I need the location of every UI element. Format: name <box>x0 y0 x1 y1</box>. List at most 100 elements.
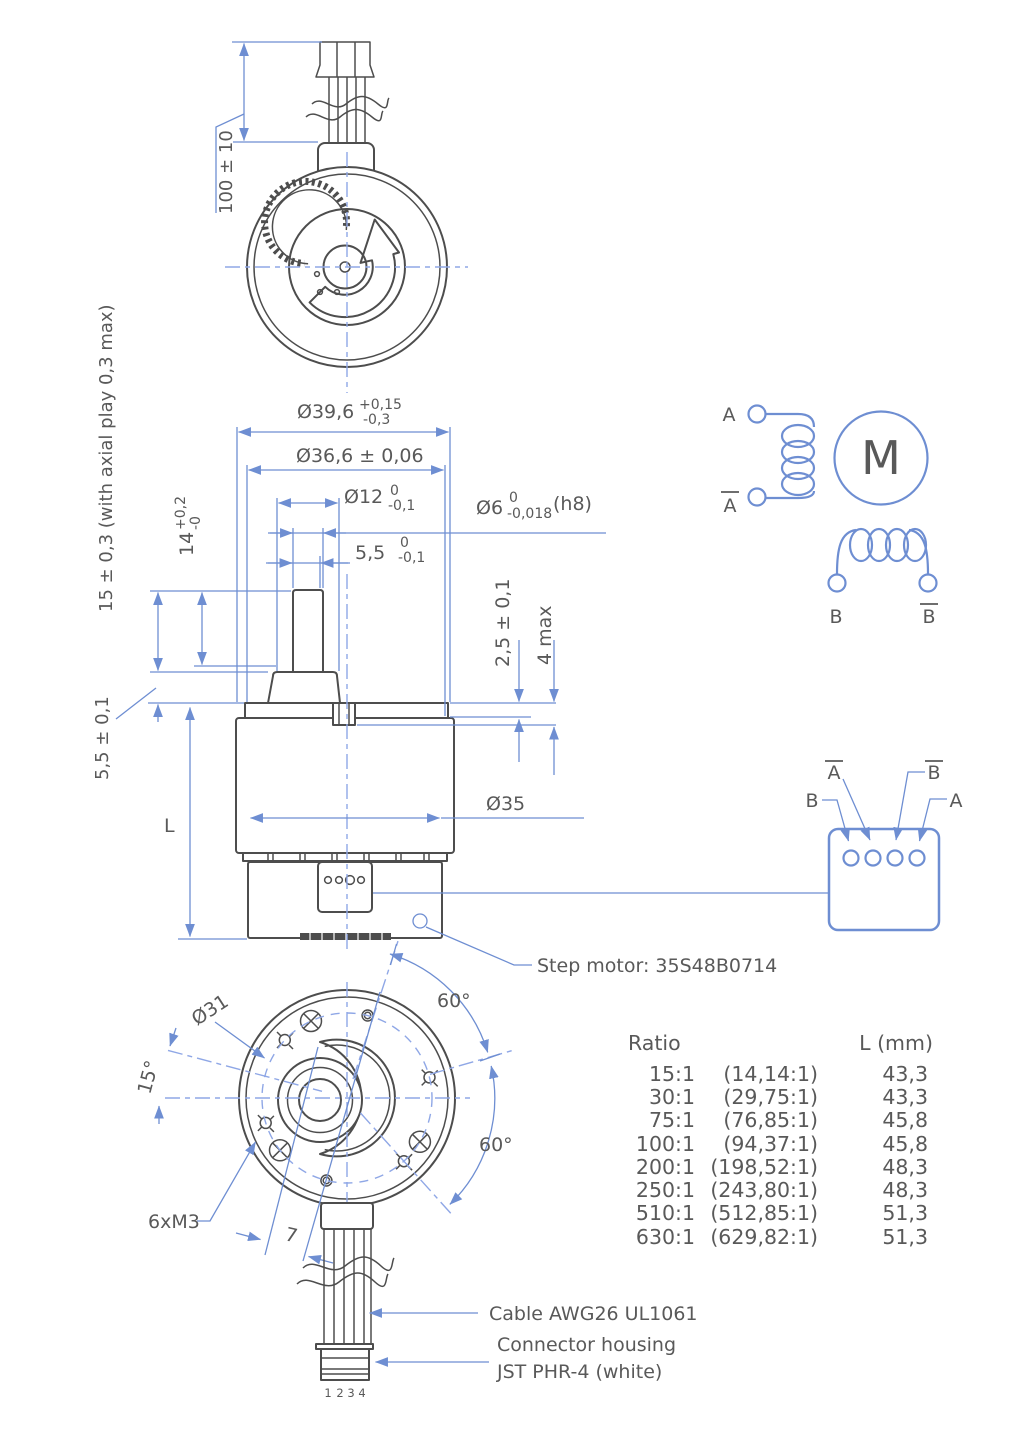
ratio-exact: (629,82:1) <box>710 1225 818 1249</box>
ratio-length: 43,3 <box>882 1085 928 1109</box>
arc-60-right <box>449 1065 499 1205</box>
pin-circle <box>908 849 926 867</box>
cable-assembly: 1 2 3 4 Cable AWG26 UL1061 Connector hou… <box>296 1202 698 1400</box>
ratio-length: 48,3 <box>882 1178 928 1202</box>
motor-band-hatch <box>309 933 383 940</box>
pin-circle <box>864 849 882 867</box>
ratio-nominal: 250:1 <box>636 1178 695 1202</box>
cable-label: Cable AWG26 UL1061 <box>489 1303 698 1325</box>
pin-number-3: 3 <box>347 1386 354 1400</box>
key-notch <box>332 702 356 726</box>
dim-14: 14+0,2-0 <box>173 496 204 556</box>
arc-60-top <box>389 953 489 1053</box>
pinout-box <box>827 827 941 932</box>
ratio-exact: (94,37:1) <box>723 1132 818 1156</box>
motor-connector-plate <box>317 861 373 913</box>
winding-wire <box>765 490 816 500</box>
hub-dot <box>313 270 321 278</box>
ratio-nominal: 30:1 <box>649 1085 695 1109</box>
angle-15-label: 15° <box>134 1058 164 1096</box>
cable-break-wave <box>305 108 384 122</box>
connector-pinout: B A B A <box>805 760 963 932</box>
winding-wire <box>835 528 857 575</box>
ring-ticks <box>267 853 430 861</box>
gear-sector <box>261 177 351 267</box>
cable-break-wave <box>311 95 390 109</box>
phase-b-label: B <box>829 606 842 628</box>
pinout-a-inv-label: A <box>828 762 841 784</box>
ratio-exact: (198,52:1) <box>710 1155 818 1179</box>
terminal-b-inv <box>918 573 938 593</box>
ray-15deg <box>167 1049 323 1092</box>
ratio-length: 43,3 <box>882 1062 928 1086</box>
leader-line <box>215 113 245 213</box>
connector-housing-label-2: JST PHR-4 (white) <box>496 1361 662 1383</box>
ratio-exact: (512,85:1) <box>710 1201 818 1225</box>
phase-a-inv-label: A <box>724 495 737 517</box>
height-dimensions: 15 ± 0,3 (with axial play 0,3 max) 14+0,… <box>92 304 291 940</box>
winding-schematic: M A A B B <box>721 404 938 628</box>
front-view: 100 ± 10 <box>215 41 468 393</box>
gearbox-body <box>235 717 455 854</box>
terminal-a-inv <box>747 487 767 507</box>
ratio-nominal: 100:1 <box>636 1132 695 1156</box>
leader-attachment-circle <box>412 913 428 929</box>
connector-pad <box>344 874 356 886</box>
ratio-length: 45,8 <box>882 1108 928 1132</box>
ratio-length: 48,3 <box>882 1155 928 1179</box>
step-motor-label: Step motor: 35S48B0714 <box>537 955 777 977</box>
cable-break-wave <box>302 1256 395 1272</box>
output-shaft <box>292 589 324 673</box>
angle-60-right-label: 60° <box>479 1134 513 1156</box>
plate-dimensions: 2,5 ± 0,1 4 max Ø35 <box>249 579 584 823</box>
hub-dot <box>333 288 341 296</box>
ratio-length: 51,3 <box>882 1225 928 1249</box>
ratio-table: Ratio L (mm) 15:1 (14,14:1) 43,3 30:1 (2… <box>628 1031 933 1249</box>
dim-15-overall: 15 ± 0,3 (with axial play 0,3 max) <box>96 304 117 612</box>
gear-root-arc <box>271 189 348 265</box>
hub-ring <box>286 1066 354 1134</box>
connector-pad <box>356 875 366 885</box>
terminal-b <box>827 573 847 593</box>
dim-39-6: Ø39,6+0,15-0,3 <box>297 397 402 428</box>
pin-number-4: 4 <box>358 1386 365 1400</box>
connector-pad <box>334 875 344 885</box>
shaft-collar <box>267 671 341 704</box>
pin-number-1: 1 <box>324 1386 331 1400</box>
motor-symbol-circle <box>833 410 929 506</box>
pin-number-2: 2 <box>336 1386 343 1400</box>
pinout-a-label: A <box>950 790 963 812</box>
hub-bore <box>298 1078 342 1122</box>
ratio-length: 51,3 <box>882 1201 928 1225</box>
ratio-nominal: 510:1 <box>636 1201 695 1225</box>
angle-60-top-label: 60° <box>437 990 471 1012</box>
dim-35: Ø35 <box>486 793 525 815</box>
ratio-exact: (76,85:1) <box>723 1108 818 1132</box>
pinout-b-inv-label: B <box>927 762 940 784</box>
terminal-a <box>747 404 767 424</box>
phase-a-label: A <box>723 404 736 426</box>
table-rows: 15:1 (14,14:1) 43,3 30:1 (29,75:1) 43,3 … <box>636 1062 928 1249</box>
connector-housing-label-1: Connector housing <box>497 1334 676 1356</box>
ratio-nominal: 200:1 <box>636 1155 695 1179</box>
bottom-view: 60° 60° 15° Ø31 6xM3 7 <box>134 937 513 1265</box>
dim-36-6: Ø36,6 ± 0,06 <box>296 445 424 467</box>
dim-2-5: 2,5 ± 0,1 <box>492 579 514 667</box>
dim-cable-length: 100 ± 10 <box>216 130 237 214</box>
connector-housing <box>320 1348 370 1381</box>
pin-circle <box>842 849 860 867</box>
cable-wires <box>323 1229 372 1344</box>
table-header-length: L (mm) <box>859 1031 933 1055</box>
thread-label: 6xM3 <box>148 1211 200 1233</box>
pinout-b-label: B <box>805 790 818 812</box>
ratio-nominal: 15:1 <box>649 1062 695 1086</box>
pin-circle <box>886 849 904 867</box>
step-motor-leader <box>425 926 532 966</box>
motor-symbol-letter: M <box>861 431 901 485</box>
dim-31-label: Ø31 <box>188 990 233 1030</box>
ratio-nominal: 75:1 <box>649 1108 695 1132</box>
